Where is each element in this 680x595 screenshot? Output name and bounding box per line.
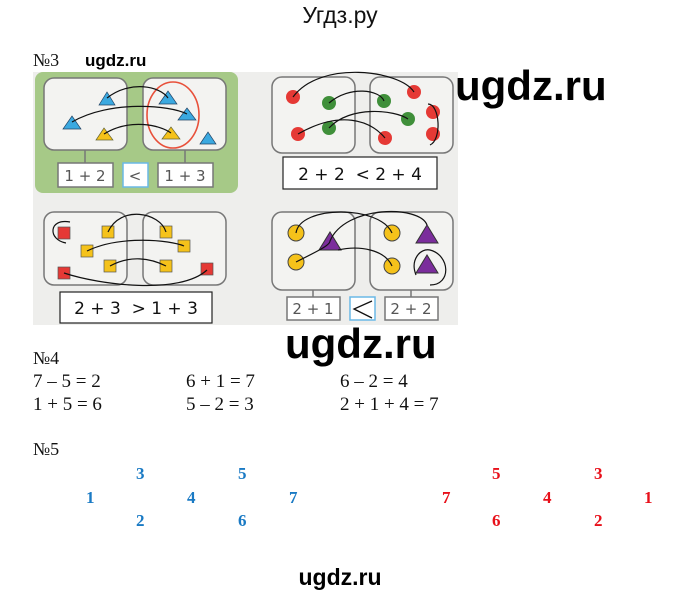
number: 5 [238, 464, 247, 483]
number: 6 [238, 511, 247, 530]
watermark: ugdz.ru [455, 62, 607, 109]
number: 6 [492, 511, 501, 530]
equation: 5 – 2 = 3 [186, 394, 254, 415]
site-title: Угдз.ру [302, 2, 378, 28]
matching-lines [52, 71, 447, 287]
equation: 1 + 5 = 6 [33, 394, 102, 415]
watermark: ugdz.ru [285, 320, 437, 367]
task5-label: №5 [33, 439, 60, 459]
sign-less: < [129, 167, 142, 185]
number: 3 [136, 464, 145, 483]
number: 7 [442, 488, 451, 507]
watermark: ugdz.ru [85, 51, 147, 70]
number: 1 [86, 488, 95, 507]
number: 3 [594, 464, 603, 483]
footer-watermark: ugdz.ru [298, 564, 382, 590]
expr-2-plus-1: 2 + 1 [292, 300, 333, 318]
number: 2 [594, 511, 603, 530]
expr-1-plus-3: 1 + 3 [164, 167, 205, 185]
number: 4 [543, 488, 552, 507]
task3-label: №3 [33, 50, 60, 70]
task4-label: №4 [33, 348, 60, 368]
handwritten-less-sign [352, 300, 373, 319]
equation: 2 + 1 + 4 = 7 [340, 394, 439, 415]
expr-1-plus-2: 1 + 2 [64, 167, 105, 185]
number: 1 [644, 488, 653, 507]
number: 5 [492, 464, 501, 483]
equation: 6 + 1 = 7 [186, 371, 255, 392]
answer-bottom-left: 2 + 3 > 1 + 3 [74, 299, 198, 319]
equation: 6 – 2 = 4 [340, 371, 408, 392]
expr-2-plus-2: 2 + 2 [390, 300, 431, 318]
answer-top-right: 2 + 2 < 2 + 4 [298, 165, 422, 185]
equation: 7 – 5 = 2 [33, 371, 101, 392]
number: 2 [136, 511, 145, 530]
number: 7 [289, 488, 298, 507]
number: 4 [187, 488, 196, 507]
sign-box [122, 162, 149, 188]
